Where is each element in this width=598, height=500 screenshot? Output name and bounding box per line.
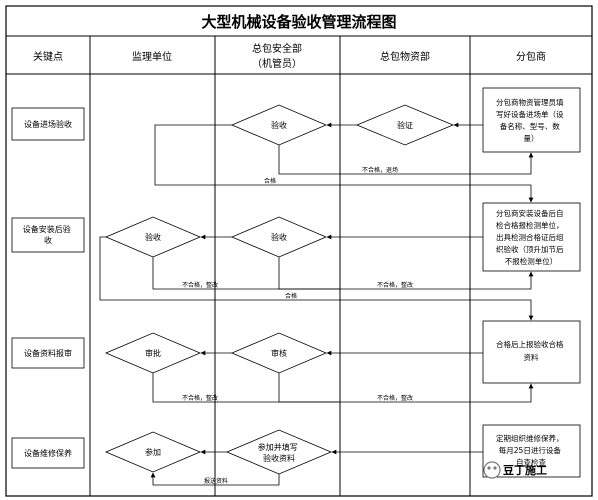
row3-fail-fix-label-2: 不合格，整改 [377, 394, 413, 402]
header-safety-dept-sub: （机管员） [252, 57, 302, 70]
watermark-text: 豆丁施工 [503, 463, 547, 477]
row2-qualified-line [99, 236, 534, 321]
key-point-box-2 [11, 217, 85, 253]
row1-accept-diamond [230, 104, 328, 146]
row1-box-line: 备名称、型号、数 [500, 121, 560, 131]
row4-fill-data-diamond [225, 429, 333, 475]
watermark-logo-icon-dot [487, 466, 491, 470]
key-point-box-1 [11, 107, 85, 141]
row1-fail-return-line [278, 145, 534, 175]
row2-fail-fix-line-1 [152, 257, 340, 290]
row2-box-line: 织验收（顶升加节后 [496, 244, 564, 254]
header-key-points: 关键点 [33, 50, 63, 63]
key-point-3: 设备资料报审 [24, 348, 72, 358]
row4-submit-line [150, 472, 280, 486]
row1-box-line: 量） [524, 134, 539, 143]
row3-review-diamond [230, 332, 328, 374]
key-point-1: 设备进场验收 [24, 119, 72, 129]
row2-supervisor-accept-diamond [104, 216, 202, 258]
watermark: 豆丁施工 [483, 461, 547, 479]
row3-review-label: 审核 [271, 348, 287, 358]
row2-supervisor-accept-label: 验收 [145, 232, 161, 242]
row4-fill-line: 参加并填写 [258, 442, 298, 452]
row4-fill-line: 验收资料 [263, 453, 295, 463]
row4-attend-diamond [104, 431, 202, 473]
row4-attend-label: 参加 [145, 447, 161, 457]
row4-box-line: 定期组织维修保养， [496, 433, 564, 443]
row2-qualified-label: 合格 [285, 292, 297, 300]
row4-submit-label: 报送资料 [204, 477, 228, 485]
row1-verify-diamond [355, 104, 455, 146]
row3-fail-fix-line-2 [278, 373, 534, 403]
watermark-logo-icon [483, 461, 501, 479]
row1-verify-label: 验证 [397, 120, 413, 130]
row1-box-line: 分包商物资管理员填 [496, 97, 564, 107]
row1-subcontractor-box [482, 87, 581, 153]
row3-subcontractor-text: 合格后上报验收合格 资料 [496, 339, 566, 362]
row2-box-line: 分包商安装设备后自 [496, 208, 564, 218]
row2-subcontractor-text: 分包商安装设备后自 检合格报检测单位， 出具检测合格证后组 织验收（顶升加节后 … [496, 208, 566, 266]
header-subcontractor: 分包商 [516, 50, 546, 63]
row2-fail-fix-line-2 [278, 257, 534, 290]
row1-fail-return-label: 不合格，退场 [362, 166, 398, 174]
row4-fill-data-label: 参加并填写 验收资料 [258, 442, 301, 463]
row3-box-line: 合格后上报验收合格 [496, 339, 564, 349]
row3-subcontractor-box [482, 320, 581, 384]
row1-subcontractor-text: 分包商物资管理员填 写好设备进场单（设 备名称、型号、数 量） [496, 97, 566, 143]
row4-box-line: 每月25日进行设备 [499, 445, 562, 455]
row2-box-line: 检合格报检测单位， [496, 220, 564, 230]
watermark-logo-icon-dot [493, 466, 497, 470]
page-title: 大型机械设备验收管理流程图 [201, 13, 396, 31]
key-point-2: 设备安装后验 收 [23, 224, 74, 245]
row4-subcontractor-text: 定期组织维修保养， 每月25日进行设备 自查检查 [496, 433, 566, 467]
header-supervisor: 监理单位 [132, 50, 172, 63]
key-point-box-4 [11, 437, 85, 469]
row1-accept-label: 验收 [271, 120, 287, 130]
row1-qualified-label: 合格 [264, 177, 276, 185]
row3-fail-fix-label-1: 不合格，整改 [182, 394, 218, 402]
row2-safety-accept-label: 验收 [271, 232, 287, 242]
row3-box-line: 资料 [524, 352, 539, 362]
key-point-4: 设备维修保养 [24, 448, 72, 458]
row2-subcontractor-box [482, 202, 581, 272]
row2-fail-fix-label-2: 不合格，整改 [377, 281, 413, 289]
row2-box-line: 不报检测单位） [505, 256, 558, 266]
row1-qualified-line [154, 124, 534, 203]
row2-fail-fix-label-1: 不合格，整改 [182, 281, 218, 289]
header-materials: 总包物资部 [380, 50, 430, 63]
row2-safety-accept-diamond [230, 216, 328, 258]
row2-box-line: 出具检测合格证后组 [496, 232, 564, 242]
row1-box-line: 写好设备进场单（设 [496, 109, 564, 119]
row3-fail-fix-line-1 [152, 373, 340, 403]
row3-approve-diamond [104, 332, 202, 374]
row3-approve-label: 审批 [145, 348, 161, 358]
row4-box-line: 自查检查 [516, 457, 546, 467]
outer-frame [5, 5, 593, 497]
header-safety-dept: 总包安全部 [252, 42, 302, 55]
key-point-box-3 [11, 337, 85, 369]
